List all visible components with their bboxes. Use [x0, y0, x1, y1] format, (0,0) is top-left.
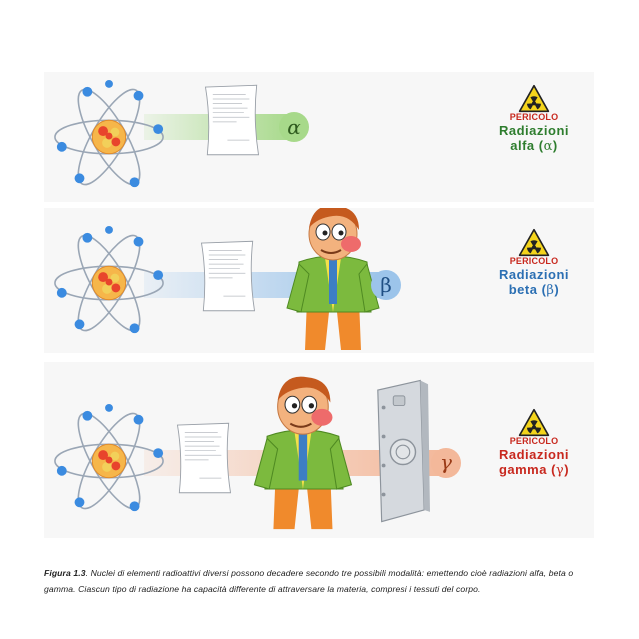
gamma-particle	[431, 448, 461, 478]
title-line1: Radiazioni	[498, 123, 569, 138]
title-line1: Radiazioni	[498, 447, 569, 462]
paper-icon	[201, 240, 255, 312]
beta-particle	[371, 270, 401, 300]
caption-label: Figura 1.3	[44, 568, 86, 578]
metal-shield	[376, 379, 430, 523]
title-line2: gamma	[498, 462, 547, 477]
alpha-particle	[279, 112, 309, 142]
beta-warning: PERICOLO Radiazioni beta (β)	[474, 228, 594, 298]
radiation-warning-icon	[518, 84, 550, 113]
paper-icon	[177, 422, 231, 494]
radiation-warning-icon	[518, 228, 550, 257]
warning-word: PERICOLO	[509, 436, 559, 446]
man-figure	[285, 208, 381, 350]
title-line2: beta	[508, 282, 538, 297]
beta-illustration: β	[54, 208, 401, 350]
gamma-panel: γ PERICOLO Radiazioni gamma (γ)	[44, 362, 594, 538]
title-symbol: α	[543, 139, 553, 154]
gamma-warning: PERICOLO Radiazioni gamma (γ)	[474, 408, 594, 478]
alpha-warning: PERICOLO Radiazioni alfa (α)	[474, 84, 594, 154]
beta-panel: β PERICOLO Radiazioni beta (β)	[44, 208, 594, 353]
radiation-title: Radiazioni alfa (α)	[498, 123, 569, 154]
beta-symbol: β	[380, 273, 392, 297]
alpha-panel: α PERICOLO Radiazioni alfa (α)	[44, 72, 594, 202]
radiation-warning-icon	[518, 408, 550, 437]
alpha-symbol: α	[287, 115, 301, 139]
gamma-illustration: γ	[54, 375, 461, 530]
warning-word: PERICOLO	[509, 256, 559, 266]
title-symbol: β	[546, 283, 555, 298]
title-line1: Radiazioni	[498, 267, 569, 282]
gamma-symbol: γ	[440, 450, 452, 474]
man-figure	[253, 375, 353, 530]
alpha-illustration: α	[54, 79, 309, 193]
radiation-title: Radiazioni beta (β)	[498, 267, 569, 298]
radiation-title: Radiazioni gamma (γ)	[498, 447, 570, 478]
figure-caption: Figura 1.3. Nuclei di elementi radioatti…	[44, 565, 604, 597]
caption-text: . Nuclei di elementi radioattivi diversi…	[44, 568, 574, 594]
title-line2: alfa	[510, 138, 535, 153]
paper-icon	[205, 84, 259, 156]
title-symbol: γ	[555, 463, 565, 478]
warning-word: PERICOLO	[509, 112, 559, 122]
